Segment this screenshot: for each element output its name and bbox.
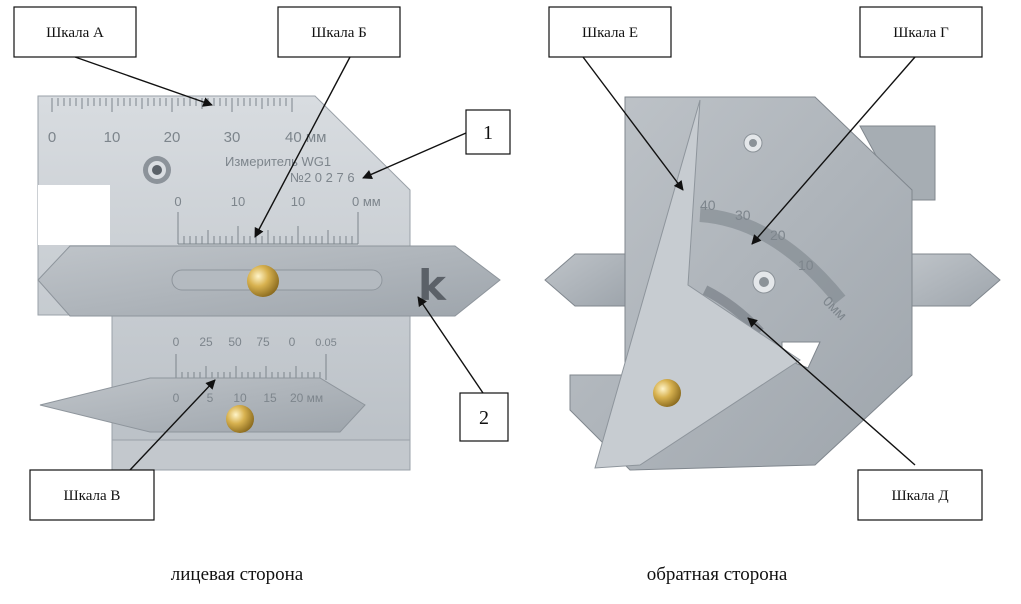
svg-text:40: 40	[700, 197, 716, 213]
caption-back: обратная сторона	[647, 564, 788, 585]
label-scale-v: Шкала В	[29, 469, 155, 521]
label-scale-d: Шкала Д	[857, 469, 983, 521]
scale-v-bottom-numbers: 0 5 10 15 20 мм	[173, 391, 324, 405]
svg-text:20: 20	[770, 227, 786, 243]
svg-text:10: 10	[231, 194, 245, 209]
lower-brass-knob	[226, 405, 254, 433]
svg-text:75: 75	[256, 335, 270, 349]
svg-text:Шкала Д: Шкала Д	[891, 488, 948, 504]
svg-text:Шкала Б: Шкала Б	[311, 25, 367, 41]
svg-text:0: 0	[289, 335, 296, 349]
svg-text:10: 10	[291, 194, 305, 209]
svg-text:0 мм: 0 мм	[352, 194, 381, 209]
svg-text:15: 15	[263, 391, 277, 405]
scale-a-tick-0: 0	[48, 129, 56, 146]
svg-text:0: 0	[174, 194, 181, 209]
svg-text:30: 30	[735, 207, 751, 223]
svg-text:10: 10	[233, 391, 247, 405]
scale-a-tick-1: 10	[104, 129, 121, 146]
svg-text:10: 10	[798, 257, 814, 273]
svg-text:Шкала А: Шкала А	[46, 25, 104, 41]
label-marker-2: 2	[459, 392, 509, 442]
svg-text:5: 5	[207, 391, 214, 405]
svg-text:0: 0	[173, 335, 180, 349]
svg-text:25: 25	[199, 335, 213, 349]
back-gauge: 40 30 20 10 0мм	[544, 96, 1001, 471]
scale-a-numbers: 0 10 20 30 40 мм	[48, 129, 327, 146]
serial-text: №2 0 2 7 6	[290, 170, 355, 185]
back-brass-knob	[653, 379, 681, 407]
model-text: Измеритель WG1	[225, 154, 331, 169]
svg-text:1: 1	[483, 122, 493, 144]
label-scale-g: Шкала Г	[859, 6, 983, 58]
front-bottom-plate	[111, 439, 411, 471]
svg-text:Шкала Е: Шкала Е	[582, 25, 638, 41]
scale-a-tick-4: 40 мм	[285, 129, 326, 146]
scale-v-top-numbers: 0 25 50 75 0 0.05	[173, 335, 337, 349]
callout-arrows	[74, 56, 916, 471]
back-left-tab	[544, 253, 626, 307]
back-angle-blade	[594, 99, 801, 469]
scale-g-arc	[699, 208, 846, 305]
label-marker-1: 1	[465, 109, 511, 155]
scale-a-ruler	[51, 98, 293, 112]
svg-text:0: 0	[173, 391, 180, 405]
svg-text:50: 50	[228, 335, 242, 349]
label-scale-a: Шкала А	[13, 6, 137, 58]
label-scale-e: Шкала Е	[548, 6, 672, 58]
scale-b-numbers: 0 10 10 0 мм	[174, 194, 380, 209]
svg-text:20 мм: 20 мм	[290, 391, 323, 405]
front-gauge-notch	[38, 185, 110, 245]
upper-brass-knob	[247, 265, 279, 297]
caption-front: лицевая сторона	[171, 564, 304, 585]
svg-text:2: 2	[479, 407, 489, 429]
svg-text:0.05: 0.05	[315, 337, 336, 349]
front-gauge: 0 10 20 30 40 мм Измеритель WG1 №2 0 2 7…	[37, 95, 501, 471]
scale-a-tick-2: 20	[164, 129, 181, 146]
scale-a-tick-3: 30	[224, 129, 241, 146]
back-right-tab	[904, 253, 1001, 307]
svg-text:Шкала Г: Шкала Г	[893, 25, 949, 41]
svg-text:Шкала В: Шкала В	[64, 488, 121, 504]
label-scale-b: Шкала Б	[277, 6, 401, 58]
lower-slider	[39, 377, 366, 433]
